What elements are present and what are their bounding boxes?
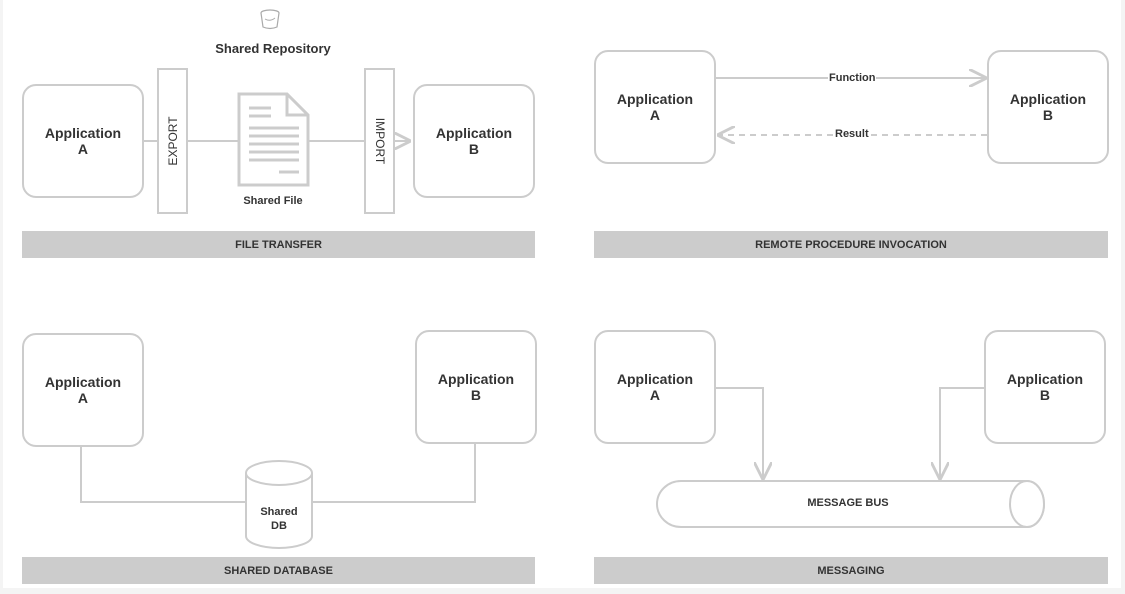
result-label: Result — [834, 128, 870, 140]
export-bar: EXPORT — [157, 68, 188, 214]
sdb-line-b-db — [313, 443, 476, 503]
msg-application-b[interactable]: Application B — [984, 330, 1106, 444]
msg-line-b-bus — [940, 387, 984, 478]
message-bus-cylinder — [656, 480, 1045, 528]
ft-application-b-label: Application B — [435, 125, 513, 157]
rpi-application-a[interactable]: Application A — [594, 50, 716, 164]
sdb-application-a[interactable]: Application A — [22, 333, 144, 447]
sdb-application-b-label: Application B — [437, 371, 515, 403]
msg-application-a[interactable]: Application A — [594, 330, 716, 444]
sdb-application-b[interactable]: Application B — [415, 330, 537, 444]
ft-application-a[interactable]: Application A — [22, 84, 144, 198]
bucket-icon — [260, 9, 280, 30]
document-icon — [237, 92, 310, 187]
rpi-application-b-label: Application B — [1009, 91, 1087, 123]
import-bar: IMPORT — [364, 68, 395, 214]
remote-procedure-title: REMOTE PROCEDURE INVOCATION — [594, 231, 1108, 258]
shared-db-label: Shared DB — [260, 506, 298, 532]
shared-database-title: SHARED DATABASE — [22, 557, 535, 584]
rpi-application-b[interactable]: Application B — [987, 50, 1109, 164]
msg-application-a-label: Application A — [616, 371, 694, 403]
ft-application-b[interactable]: Application B — [413, 84, 535, 198]
sdb-line-a-db — [80, 447, 245, 503]
export-label: EXPORT — [165, 116, 180, 166]
diagram-canvas: Shared Repository Application A EXPORT I… — [3, 0, 1121, 588]
messaging-title: MESSAGING — [594, 557, 1108, 584]
function-label: Function — [828, 72, 877, 84]
ft-application-a-label: Application A — [44, 125, 122, 157]
import-label: IMPORT — [372, 117, 387, 165]
shared-file-label: Shared File — [243, 195, 303, 207]
repository-label: Shared Repository — [215, 41, 331, 56]
sdb-application-a-label: Application A — [44, 374, 122, 406]
msg-line-a-bus — [715, 387, 763, 478]
message-bus-label: MESSAGE BUS — [807, 497, 889, 509]
rpi-application-a-label: Application A — [616, 91, 694, 123]
msg-application-b-label: Application B — [1006, 371, 1084, 403]
database-cylinder — [245, 460, 313, 549]
file-transfer-title: FILE TRANSFER — [22, 231, 535, 258]
